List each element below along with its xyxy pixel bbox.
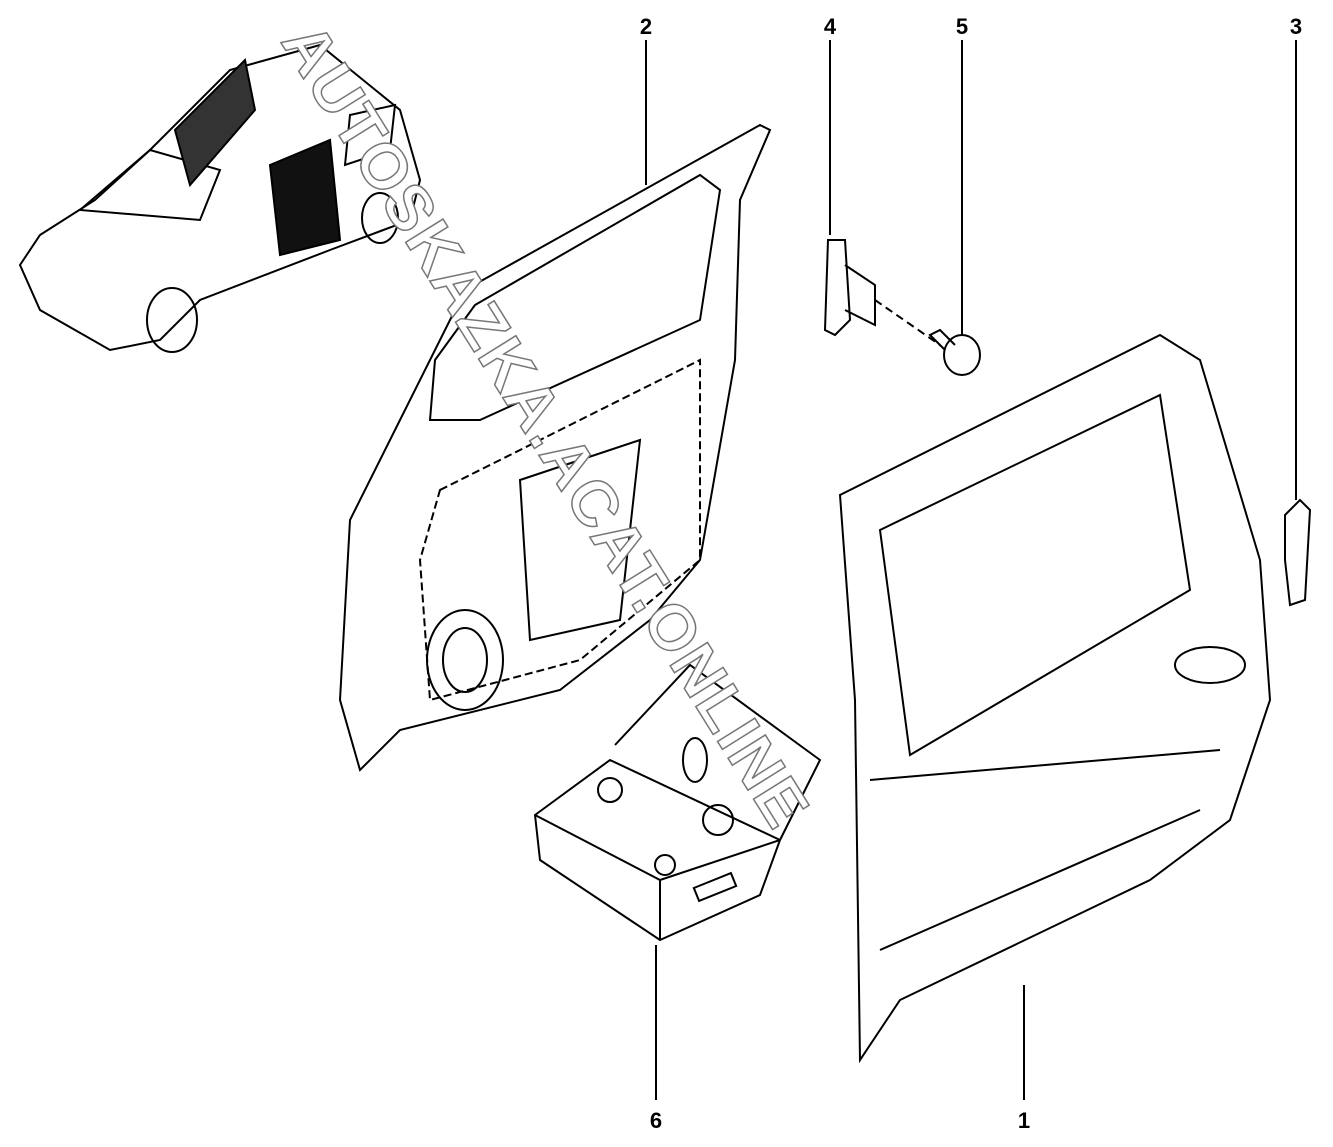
callout-4: 4: [823, 14, 837, 39]
callout-3: 3: [1289, 14, 1303, 39]
dashed-assembly-line: [874, 299, 941, 346]
callout-6: 6: [649, 1108, 663, 1133]
door-inner-panel: [338, 123, 772, 772]
callout-2: 2: [639, 14, 653, 39]
screw-part-5: [928, 328, 981, 376]
hinge-bracket-part-4: [823, 239, 876, 337]
leader-lines: [645, 40, 1297, 1100]
door-outer-panel: [838, 333, 1272, 1064]
striker-part-3: [1284, 498, 1312, 607]
repair-kit-box-part-6: [533, 663, 822, 942]
vehicle-overview: [18, 43, 422, 353]
callout-1: 1: [1017, 1108, 1031, 1133]
callout-5: 5: [955, 14, 969, 39]
